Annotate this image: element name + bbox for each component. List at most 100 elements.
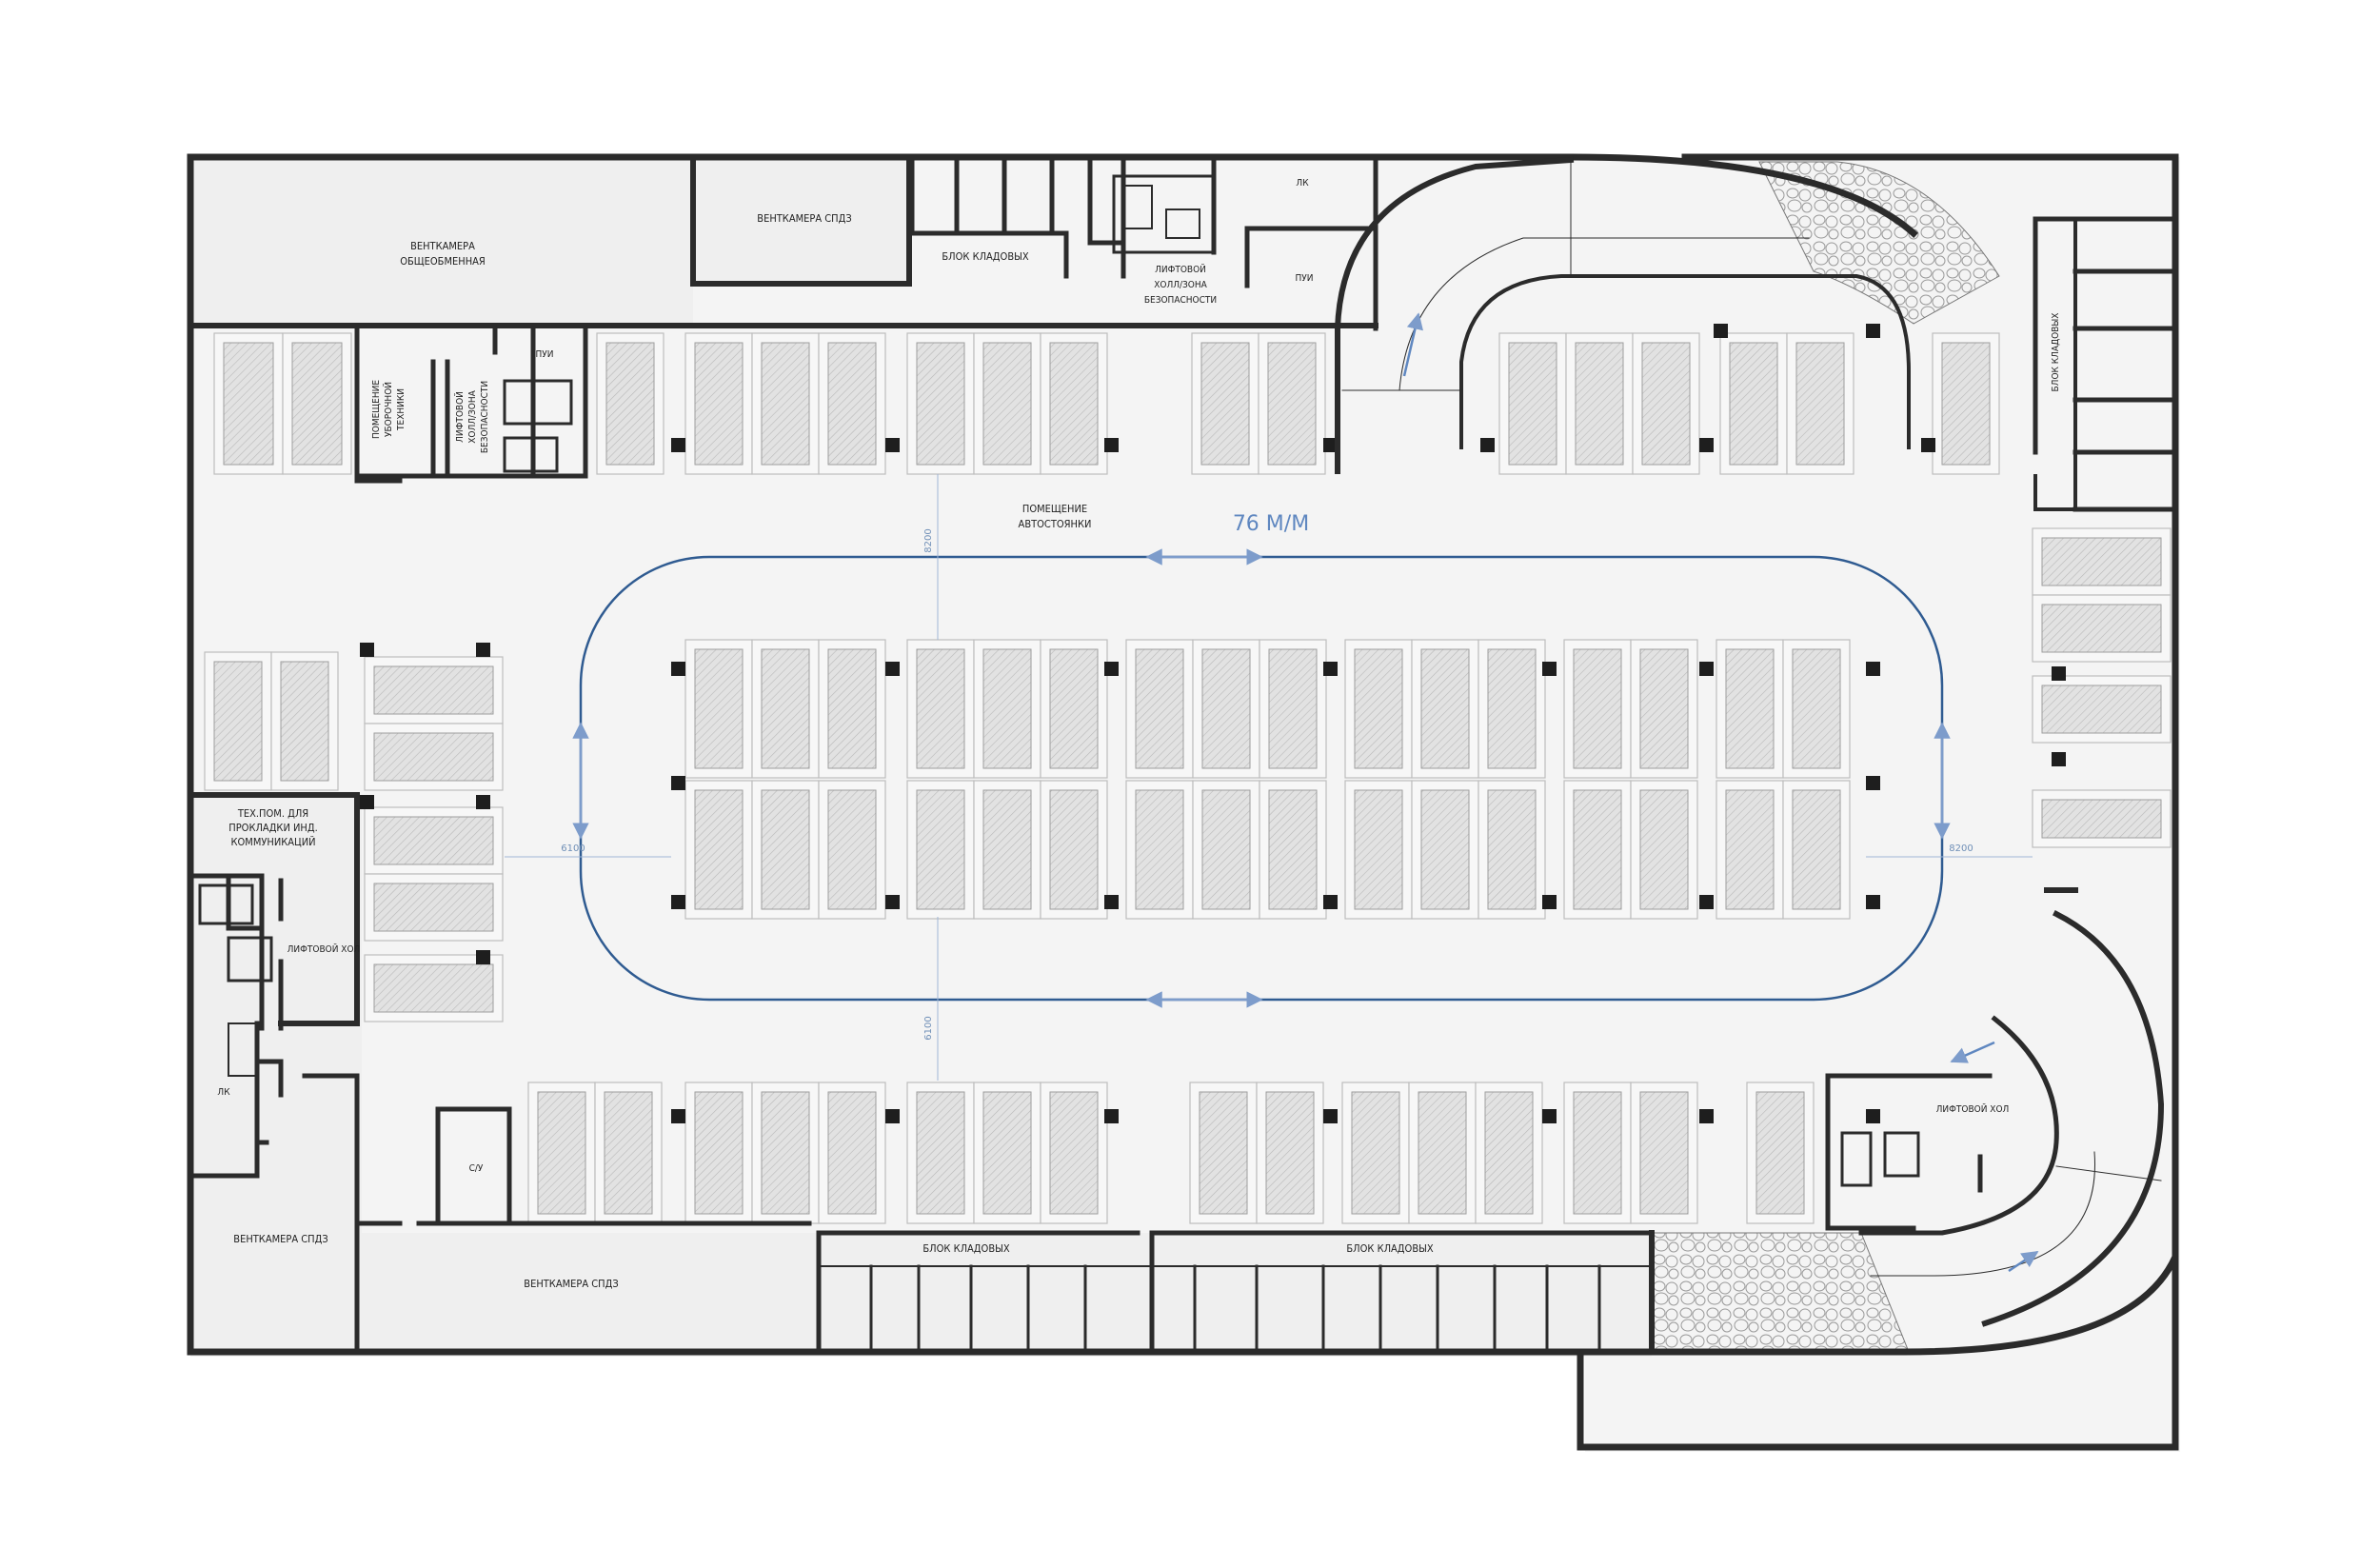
structural-column bbox=[1542, 895, 1557, 909]
car-outline bbox=[982, 789, 1032, 910]
structural-column bbox=[1323, 1109, 1338, 1123]
lk-left-label: ЛК bbox=[217, 1087, 230, 1098]
car-outline bbox=[1200, 342, 1250, 466]
car-outline bbox=[1725, 648, 1775, 769]
dim-top: 8200 bbox=[923, 528, 934, 552]
car-outline bbox=[1725, 789, 1775, 910]
car-outline bbox=[2041, 537, 2162, 586]
car-outline bbox=[1420, 648, 1470, 769]
car-outline bbox=[761, 1091, 810, 1215]
car-outline bbox=[1639, 648, 1689, 769]
car-outline bbox=[1941, 342, 1991, 466]
structural-column bbox=[1699, 662, 1714, 676]
traffic-route bbox=[572, 312, 2039, 1273]
structural-column bbox=[1699, 1109, 1714, 1123]
structural-column bbox=[360, 795, 374, 809]
car-outline bbox=[1573, 1091, 1622, 1215]
lift-hall-right-label: ЛИФТОВОЙ ХОЛ bbox=[1936, 1102, 2010, 1115]
structural-column bbox=[885, 662, 900, 676]
structural-column bbox=[1323, 662, 1338, 676]
car-outline bbox=[916, 648, 965, 769]
car-outline bbox=[694, 789, 744, 910]
structural-column bbox=[1323, 895, 1338, 909]
structural-column bbox=[885, 895, 900, 909]
car-outline bbox=[2041, 604, 2162, 653]
car-outline bbox=[1795, 342, 1845, 466]
car-outline bbox=[2041, 685, 2162, 734]
car-outline bbox=[213, 661, 263, 782]
car-outline bbox=[1351, 1091, 1400, 1215]
structural-column bbox=[2052, 666, 2066, 681]
pui-top-label: ПУИ bbox=[1296, 273, 1314, 284]
structural-column bbox=[1104, 438, 1119, 452]
car-outline bbox=[827, 648, 877, 769]
car-outline bbox=[1755, 1091, 1805, 1215]
room-fills bbox=[190, 160, 1652, 1357]
structural-column bbox=[476, 643, 490, 657]
car-outline bbox=[1268, 648, 1318, 769]
car-outline bbox=[1354, 789, 1403, 910]
structural-column bbox=[885, 1109, 900, 1123]
car-outline bbox=[1639, 1091, 1689, 1215]
structural-column bbox=[885, 438, 900, 452]
structural-column bbox=[2052, 752, 2066, 766]
structural-column bbox=[1480, 438, 1495, 452]
car-outline bbox=[1418, 1091, 1467, 1215]
structural-column bbox=[1542, 662, 1557, 676]
car-outline bbox=[982, 648, 1032, 769]
vent-spdz-top-label: ВЕНТКАМЕРА СПДЗ bbox=[757, 212, 851, 225]
car-outline bbox=[827, 789, 877, 910]
car-outline bbox=[694, 648, 744, 769]
dim-left: 6100 bbox=[561, 844, 585, 854]
pui-left-label: ПУИ bbox=[536, 349, 554, 360]
structural-column bbox=[1104, 1109, 1119, 1123]
car-outline bbox=[373, 665, 494, 715]
gravel-areas bbox=[1651, 161, 2000, 1353]
car-outline bbox=[1641, 342, 1691, 466]
structural-column bbox=[1714, 324, 1728, 338]
dimension-lines: 8200 6100 6100 8200 bbox=[505, 474, 2033, 1081]
car-outline bbox=[1135, 648, 1184, 769]
structural-column bbox=[476, 795, 490, 809]
structural-column bbox=[1866, 662, 1880, 676]
car-outline bbox=[916, 789, 965, 910]
car-outline bbox=[1487, 648, 1537, 769]
car-outline bbox=[1354, 648, 1403, 769]
structural-column bbox=[1866, 776, 1880, 790]
car-outline bbox=[1508, 342, 1557, 466]
car-outline bbox=[1639, 789, 1689, 910]
car-outline bbox=[604, 1091, 653, 1215]
car-outline bbox=[1135, 789, 1184, 910]
car-outline bbox=[761, 648, 810, 769]
structural-column bbox=[1699, 895, 1714, 909]
car-outline bbox=[827, 342, 877, 466]
car-outline bbox=[761, 342, 810, 466]
car-outline bbox=[373, 732, 494, 782]
car-outline bbox=[2041, 799, 2162, 839]
structural-column bbox=[1104, 662, 1119, 676]
car-outline bbox=[761, 789, 810, 910]
structural-column bbox=[671, 895, 685, 909]
car-outline bbox=[827, 1091, 877, 1215]
car-outline bbox=[1049, 1091, 1099, 1215]
vent-spdz-left-label: ВЕНТКАМЕРА СПДЗ bbox=[233, 1233, 327, 1245]
lk-top-label: ЛК bbox=[1296, 178, 1309, 189]
structural-column bbox=[1699, 438, 1714, 452]
car-outline bbox=[605, 342, 655, 466]
car-outline bbox=[1573, 648, 1622, 769]
structural-column bbox=[476, 950, 490, 964]
car-outline bbox=[1267, 342, 1317, 466]
car-outline bbox=[694, 342, 744, 466]
structural-column bbox=[1866, 895, 1880, 909]
walls bbox=[187, 153, 2179, 1451]
lift-hall-left-label: ЛИФТОВОЙ ХОЛ bbox=[288, 943, 361, 955]
car-outline bbox=[1792, 789, 1841, 910]
car-outline bbox=[1420, 789, 1470, 910]
